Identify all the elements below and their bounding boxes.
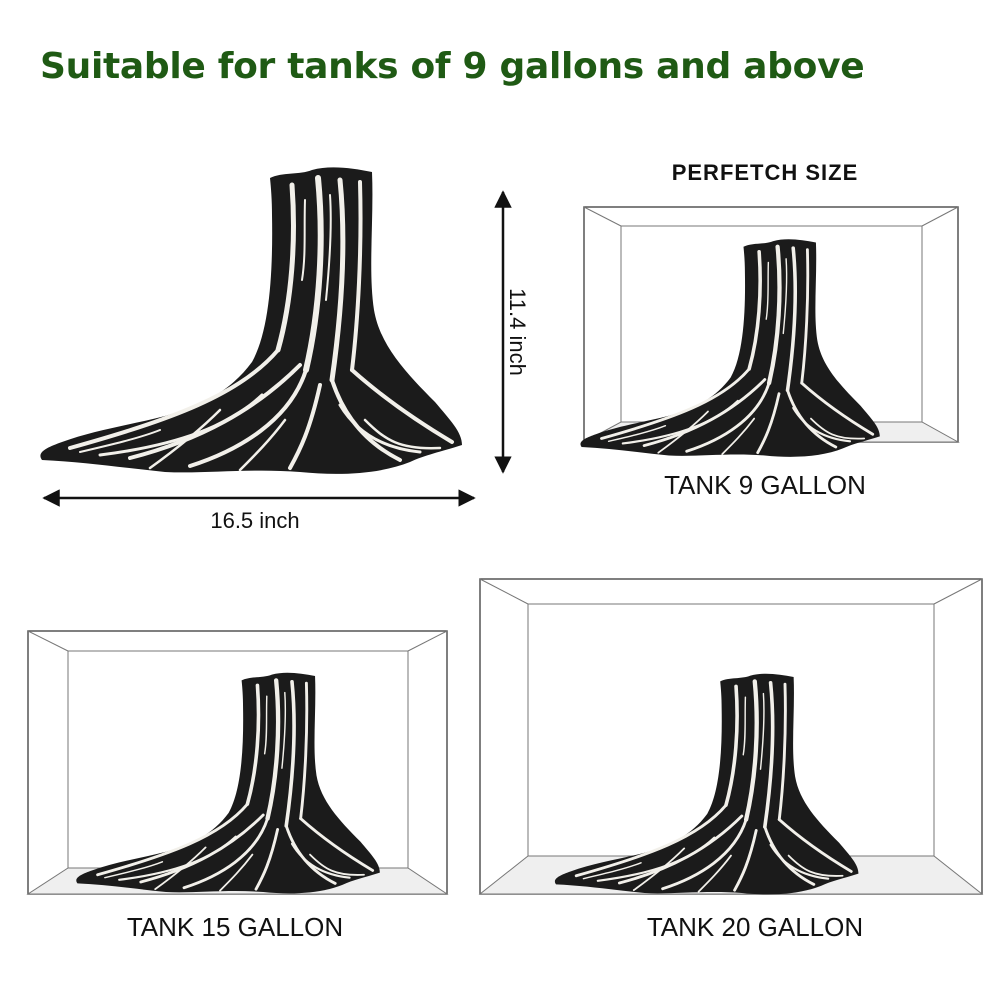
width-dimension-label: 16.5 inch [210, 508, 300, 533]
size-callout: PERFETCH SIZE [671, 160, 859, 185]
height-dimension-label: 11.4 inch [505, 288, 530, 376]
page-title: Suitable for tanks of 9 gallons and abov… [40, 46, 865, 87]
tank-20-label: TANK 20 GALLON [646, 912, 864, 942]
tank-9-gallon [580, 206, 960, 457]
tank-9-label: TANK 9 GALLON [664, 470, 866, 500]
root-ornament-large [40, 167, 462, 473]
tank-15-label: TANK 15 GALLON [126, 912, 344, 942]
tank-20-gallon [478, 578, 984, 894]
tank-15-gallon [26, 630, 449, 894]
